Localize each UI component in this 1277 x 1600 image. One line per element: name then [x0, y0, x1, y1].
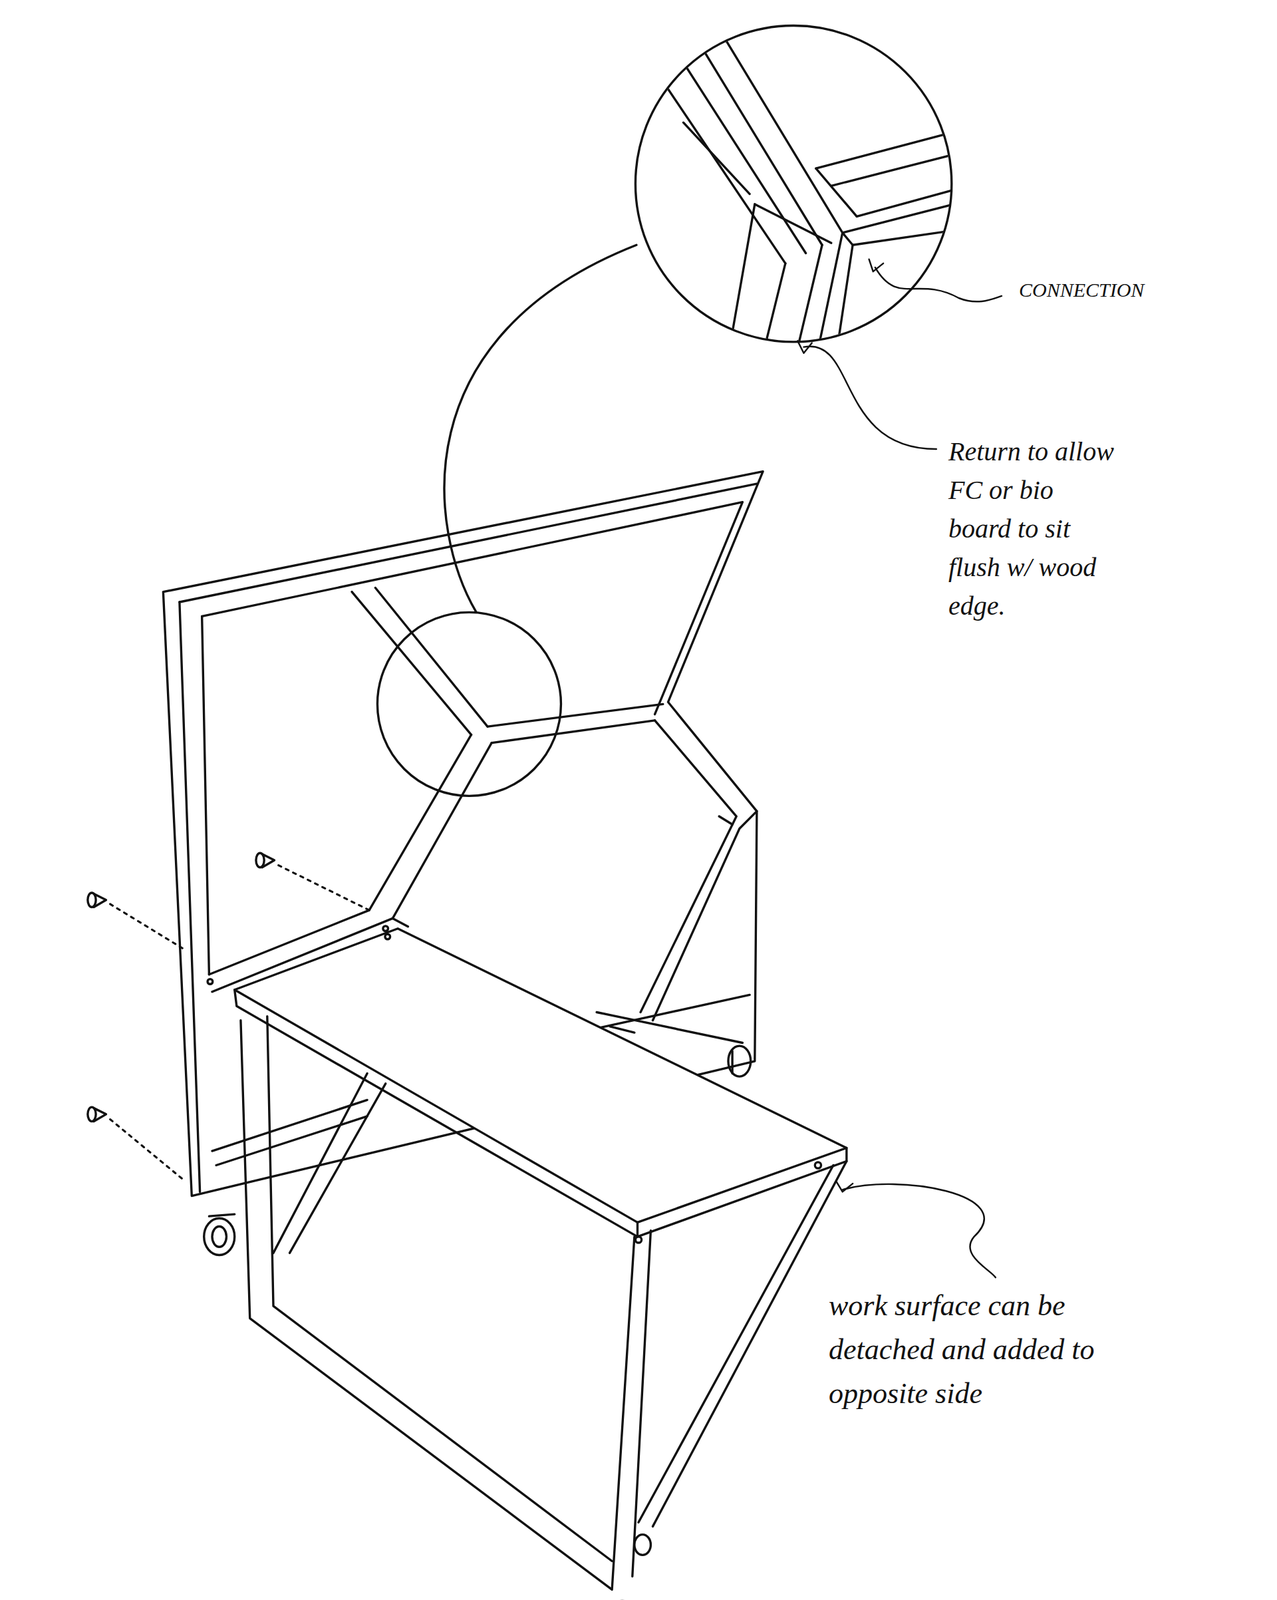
- caster-stroke: [730, 1050, 733, 1074]
- screw-stroke: [93, 893, 106, 908]
- detail-callout-stroke: [718, 204, 755, 409]
- note-label: work surface can be detached and added t…: [828, 1283, 1109, 1416]
- panel-frame-stroke: [375, 587, 488, 727]
- panel-frame-stroke: [718, 816, 733, 825]
- panel-frame-stroke: [179, 483, 757, 602]
- detail-callout-stroke: [816, 130, 960, 169]
- panel-frame-stroke: [207, 979, 213, 985]
- panel-frame-stroke: [212, 1099, 368, 1151]
- detail-callout-stroke: [828, 244, 853, 408]
- detail-callout-stroke: [635, 25, 952, 342]
- screw-stroke: [278, 865, 370, 910]
- panel-frame-stroke: [369, 734, 471, 910]
- work-surface-stroke: [632, 1230, 652, 1577]
- panel-frame-stroke: [202, 615, 210, 974]
- work-surface-stroke: [814, 1161, 821, 1168]
- detail-callout-stroke: [377, 611, 561, 796]
- panel-frame-stroke: [392, 742, 492, 919]
- screw-stroke: [110, 903, 184, 949]
- detail-callout-stroke: [783, 244, 823, 408]
- leader-line-stroke: [869, 259, 884, 272]
- detail-callout-stroke: [713, 20, 843, 233]
- detail-callout-stroke: [806, 232, 843, 409]
- work-surface-stroke: [234, 928, 847, 1223]
- work-surface-stroke: [273, 1072, 368, 1253]
- work-surface-stroke: [289, 1083, 386, 1254]
- caster-stroke: [204, 1217, 235, 1255]
- detail-callout-stroke: [642, 51, 786, 264]
- panel-frame-stroke: [586, 994, 750, 1031]
- screw-stroke: [110, 1119, 186, 1182]
- panel-frame-stroke: [383, 925, 389, 932]
- screw-stroke: [93, 1108, 106, 1122]
- detail-callout: [377, 20, 959, 796]
- panel-frame-stroke: [652, 810, 757, 1020]
- detail-callout-stroke: [816, 168, 857, 217]
- panel-frame-stroke: [202, 502, 743, 715]
- work-surface-stroke: [234, 989, 847, 1237]
- panel-frame-stroke: [609, 1026, 635, 1033]
- callout-label: CONNECTION: [1018, 278, 1192, 302]
- work-surface-stroke: [635, 1236, 642, 1243]
- detail-callout-stroke: [683, 122, 750, 194]
- screw-stroke: [262, 853, 275, 868]
- detail-callout-stroke: [856, 189, 954, 217]
- work-surface: [234, 928, 847, 1600]
- note-label: Return to allow FC or bio board to sit f…: [948, 432, 1115, 626]
- detail-callout-stroke: [444, 244, 637, 612]
- detail-callout-stroke: [842, 229, 960, 245]
- work-surface-stroke: [636, 1221, 639, 1236]
- panel-frame-stroke: [491, 720, 655, 743]
- work-surface-stroke: [638, 1165, 834, 1523]
- caster-stroke: [208, 1213, 235, 1216]
- leader-line-stroke: [875, 267, 1002, 302]
- panel-frame-stroke: [179, 601, 201, 1192]
- leader-line-stroke: [803, 346, 936, 449]
- leader-line-stroke: [797, 340, 812, 353]
- caster-stroke: [212, 1226, 227, 1248]
- detail-callout-stroke: [831, 152, 960, 186]
- detail-callout-stroke: [842, 204, 954, 233]
- detail-callout-stroke: [754, 204, 832, 243]
- work-surface-stroke: [385, 933, 391, 940]
- leader-line-stroke: [842, 1183, 996, 1277]
- work-surface-stroke: [652, 1160, 847, 1526]
- leader-line: [797, 259, 1002, 1277]
- leader-line-stroke: [836, 1181, 854, 1192]
- caster-stroke: [728, 1045, 751, 1077]
- work-surface-stroke: [634, 1534, 652, 1556]
- detail-callout-stroke: [749, 263, 786, 409]
